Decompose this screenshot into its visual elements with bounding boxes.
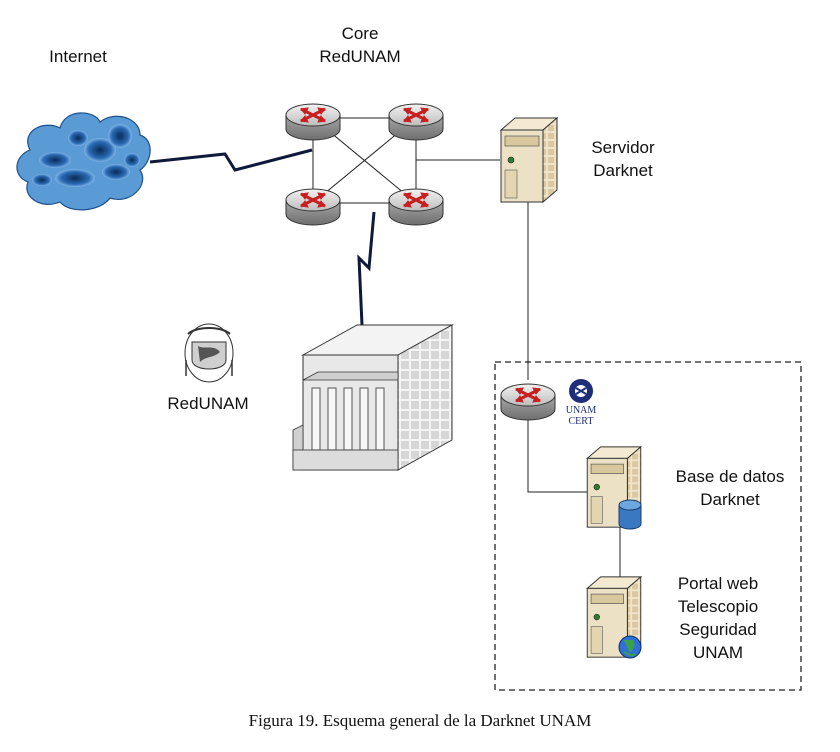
darknet-dashed-boundary (494, 361, 802, 691)
globe-icon (618, 635, 642, 659)
core-router-icon (387, 187, 445, 227)
redunam-label: RedUNAM (167, 394, 249, 413)
portal-label-line2: Telescopio (677, 597, 759, 616)
redunam-link-bolt (357, 211, 376, 326)
base-datos-label-line2: Darknet (700, 490, 760, 509)
internet-label: Internet (49, 47, 107, 66)
base-datos-label-line1: Base de datos (675, 467, 785, 486)
unam-cert-text-line2: CERT (569, 416, 594, 427)
redunam-building-icon (292, 324, 454, 471)
figure-caption: Figura 19. Esquema general de la Darknet… (248, 711, 592, 730)
servidor-label-line2: Darknet (593, 161, 653, 180)
core-label-line2: RedUNAM (319, 47, 401, 66)
unam-cert-text-line1: UNAM (566, 405, 597, 416)
unam-cert-logo-icon: UNAM CERT (566, 379, 597, 427)
core-router-icon (387, 102, 445, 142)
portal-label-line4: UNAM (692, 643, 744, 662)
internet-link-bolt (149, 148, 313, 172)
core-router-icon (284, 102, 342, 142)
unam-seal-icon (184, 323, 234, 383)
internet-cloud-icon (16, 112, 151, 211)
database-cylinder-icon (618, 499, 642, 530)
portal-label-line1: Portal web (677, 574, 759, 593)
darknet-router-icon (499, 382, 557, 422)
servidor-darknet-icon (500, 117, 558, 203)
portal-label-line3: Seguridad (679, 620, 757, 639)
servidor-label-line1: Servidor (591, 138, 655, 157)
core-router-icon (284, 187, 342, 227)
core-label-line1: Core (341, 24, 379, 43)
